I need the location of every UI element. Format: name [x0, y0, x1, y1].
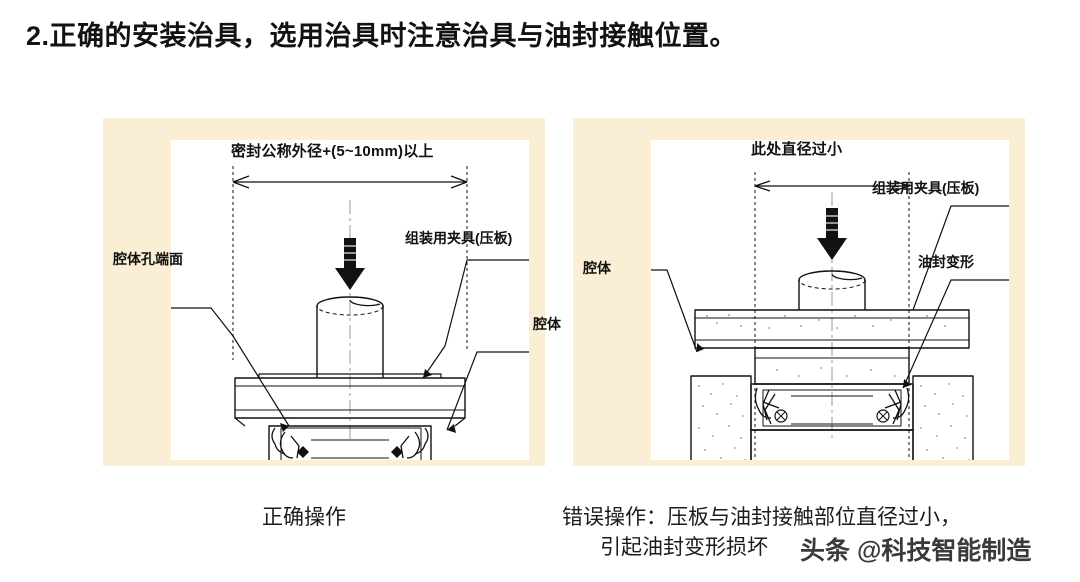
incorrect-assembly-drawing [651, 172, 1009, 460]
leader-seal-deformation [902, 279, 1009, 389]
label-assembly-fixture: 组装用夹具(压板) [405, 230, 513, 246]
housing-wall-left [690, 375, 752, 460]
figure-canvas-incorrect [651, 140, 1009, 460]
figure-panel-correct: 密封公称外径+(5~10mm)以上 腔体孔端面 组装用夹具(压板) 腔体 [103, 118, 561, 466]
force-arrow-down [335, 238, 365, 290]
label-cavity-bore-face: 腔体孔端面 [113, 251, 183, 267]
housing-wall-right [912, 375, 974, 460]
caption-incorrect-operation-line2: 引起油封变形损坏 [600, 536, 768, 559]
page-title: 2.正确的安装治具，选用治具时注意治具与油封接触位置。 [26, 21, 738, 51]
deformed-seal-lip-left [754, 387, 780, 425]
dimension-label-seal-od: 密封公称外径+(5~10mm)以上 [231, 143, 434, 160]
watermark: 头条 @科技智能制造 [800, 537, 1032, 565]
fixture-stipple [706, 314, 946, 377]
force-arrow-down [817, 208, 847, 260]
correct-assembly-drawing [171, 166, 529, 460]
label-seal-deformation: 油封变形 [918, 254, 974, 270]
housing-stipple [698, 383, 970, 460]
label-cavity: 腔体 [583, 260, 611, 276]
label-assembly-fixture: 组装用夹具(压板) [872, 180, 980, 196]
leader-assembly-fixture [912, 205, 1009, 311]
leader-cavity [446, 351, 529, 431]
deformed-seal-lip-right [884, 387, 910, 425]
caption-incorrect-operation-line1: 错误操作：压板与油封接触部位直径过小， [562, 506, 961, 529]
label-cavity: 腔体 [533, 316, 561, 332]
caption-correct-operation: 正确操作 [262, 506, 346, 529]
leader-cavity-bore-face [171, 307, 290, 427]
figure-panel-incorrect: 此处直径过小 腔体 组装用夹具(压板) 油封变形 [573, 118, 1025, 466]
leader-cavity [651, 269, 698, 353]
dimension-label-diameter-too-small: 此处直径过小 [751, 141, 843, 158]
figure-canvas-correct [171, 140, 529, 460]
